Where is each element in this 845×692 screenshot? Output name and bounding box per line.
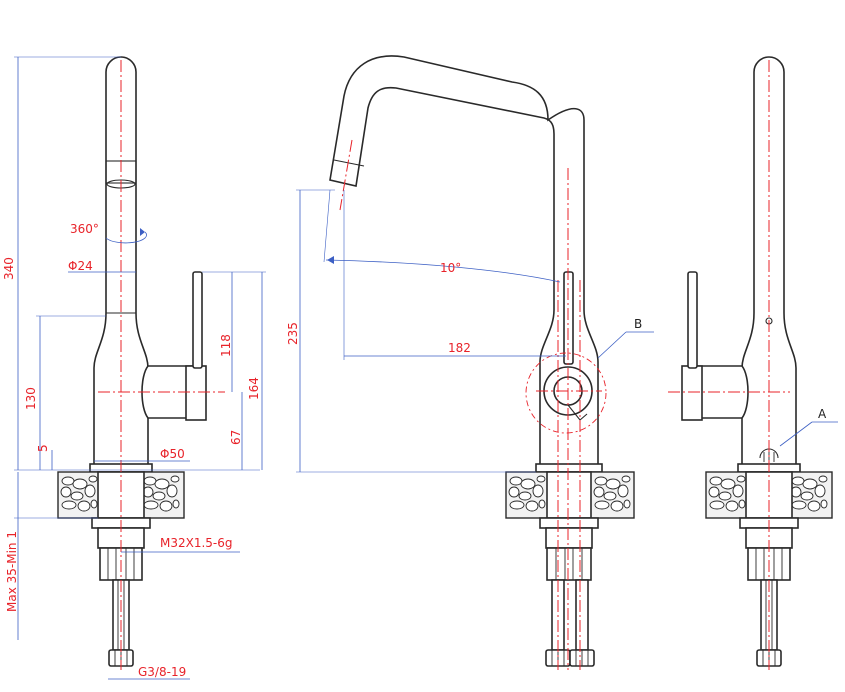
dim-thread: M32X1.5-6g [160,536,233,550]
detail-label-b: B [634,317,642,331]
dim-handle-axis: 67 [229,430,243,445]
dim-mount-range: Max 35-Min 1 [5,531,19,612]
dim-base-gap: 5 [36,444,50,452]
front-view: 235 182 10° B [286,55,654,670]
dim-spout-height: 235 [286,322,300,345]
dim-lever-height: 118 [219,334,233,357]
dim-total-height: 340 [2,257,16,280]
dim-lever-axis-height: 164 [247,377,261,400]
dim-hose-thread: G3/8-19 [138,665,186,679]
dim-spout-diameter: Φ24 [68,259,93,273]
side-view-left: 340 130 5 Max 35-Min 1 360° Φ24 118 164 … [2,56,266,680]
dim-swivel: 360° [70,222,99,236]
dim-base-diameter: Φ50 [160,447,185,461]
dim-spout-reach: 182 [448,341,471,355]
side-view-right: A [668,56,838,670]
dim-body-height: 130 [24,387,38,410]
dim-tilt-angle: 10° [440,261,461,275]
detail-label-a: A [818,407,827,421]
